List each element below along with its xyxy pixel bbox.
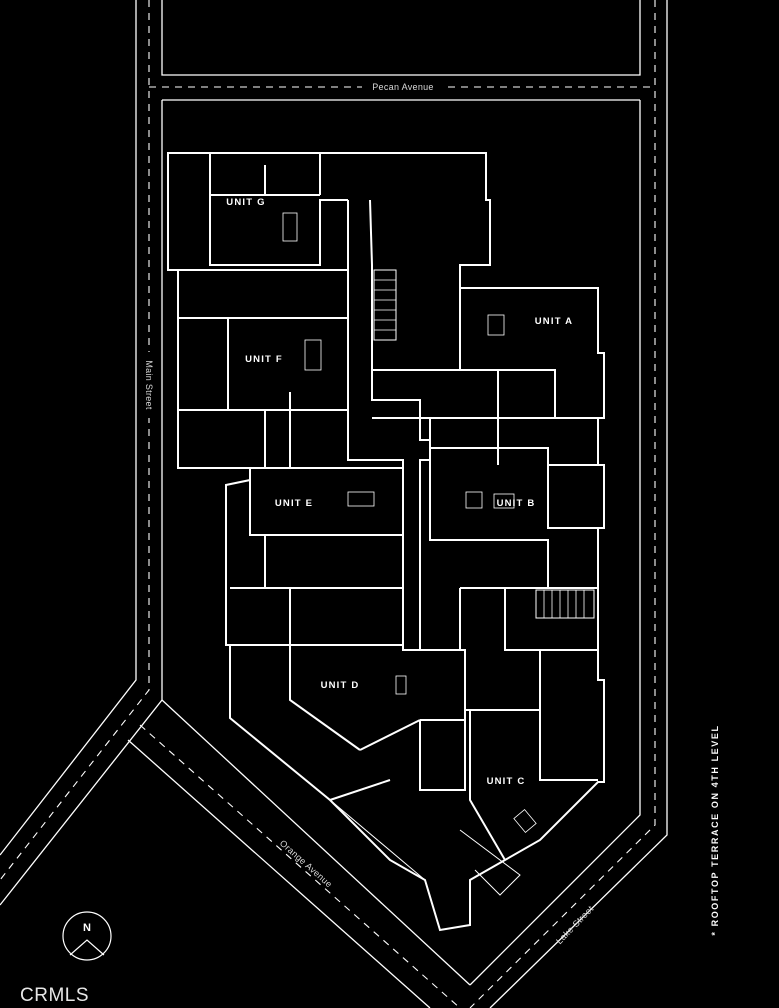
south-terrace — [329, 799, 521, 931]
unit-f-walls — [178, 317, 348, 469]
unit-b-walls — [429, 418, 598, 588]
unit-d-walls — [230, 644, 466, 801]
road-centerline-main-street — [0, 0, 150, 881]
stair-south — [535, 589, 595, 619]
rooftop-terrace-note: * ROOFTOP TERRACE ON 4TH LEVEL — [710, 724, 720, 935]
road-edge-east-inner — [469, 100, 641, 986]
kitchen-islands — [282, 212, 537, 833]
road-edge-west-inner — [0, 100, 163, 906]
watermark-crmls: CRMLS — [20, 985, 89, 1006]
unit-a-walls — [372, 288, 598, 465]
building-perimeter — [167, 152, 605, 932]
unit-g-walls — [168, 153, 348, 271]
unit-c-walls — [459, 587, 598, 861]
unit-label-e: UNIT E — [275, 498, 313, 509]
street-label-main-street: Main Street — [144, 360, 154, 410]
unit-label-f: UNIT F — [245, 354, 283, 365]
compass-letter: N — [83, 922, 91, 934]
label-mask-main — [143, 352, 155, 418]
road-centerline-orange-avenue — [139, 724, 461, 1008]
street-label-lake-street: Lake Street — [554, 904, 596, 947]
block-north-lot — [161, 0, 641, 76]
label-mask-pecan — [362, 81, 444, 93]
unit-label-d: UNIT D — [321, 680, 360, 691]
road-network — [0, 0, 668, 1008]
unit-label-b: UNIT B — [497, 498, 536, 509]
street-label-pecan-avenue: Pecan Avenue — [372, 82, 434, 92]
stair-north — [373, 269, 397, 341]
north-arrow-icon: N — [62, 911, 112, 961]
road-edge-east-outer — [489, 0, 668, 1008]
street-label-orange-avenue: Orange Avenue — [278, 838, 334, 889]
road-centerline-lake-street — [469, 0, 656, 1008]
unit-label-g: UNIT G — [226, 197, 265, 208]
unit-label-a: UNIT A — [535, 316, 574, 327]
central-corridor — [347, 199, 431, 651]
road-edge-orange-south — [161, 699, 471, 986]
unit-label-c: UNIT C — [487, 776, 526, 787]
road-edge-west-outer — [0, 0, 137, 856]
unit-e-walls — [230, 467, 403, 646]
road-edge-orange-outer — [127, 739, 431, 1008]
building-walls — [167, 152, 605, 932]
